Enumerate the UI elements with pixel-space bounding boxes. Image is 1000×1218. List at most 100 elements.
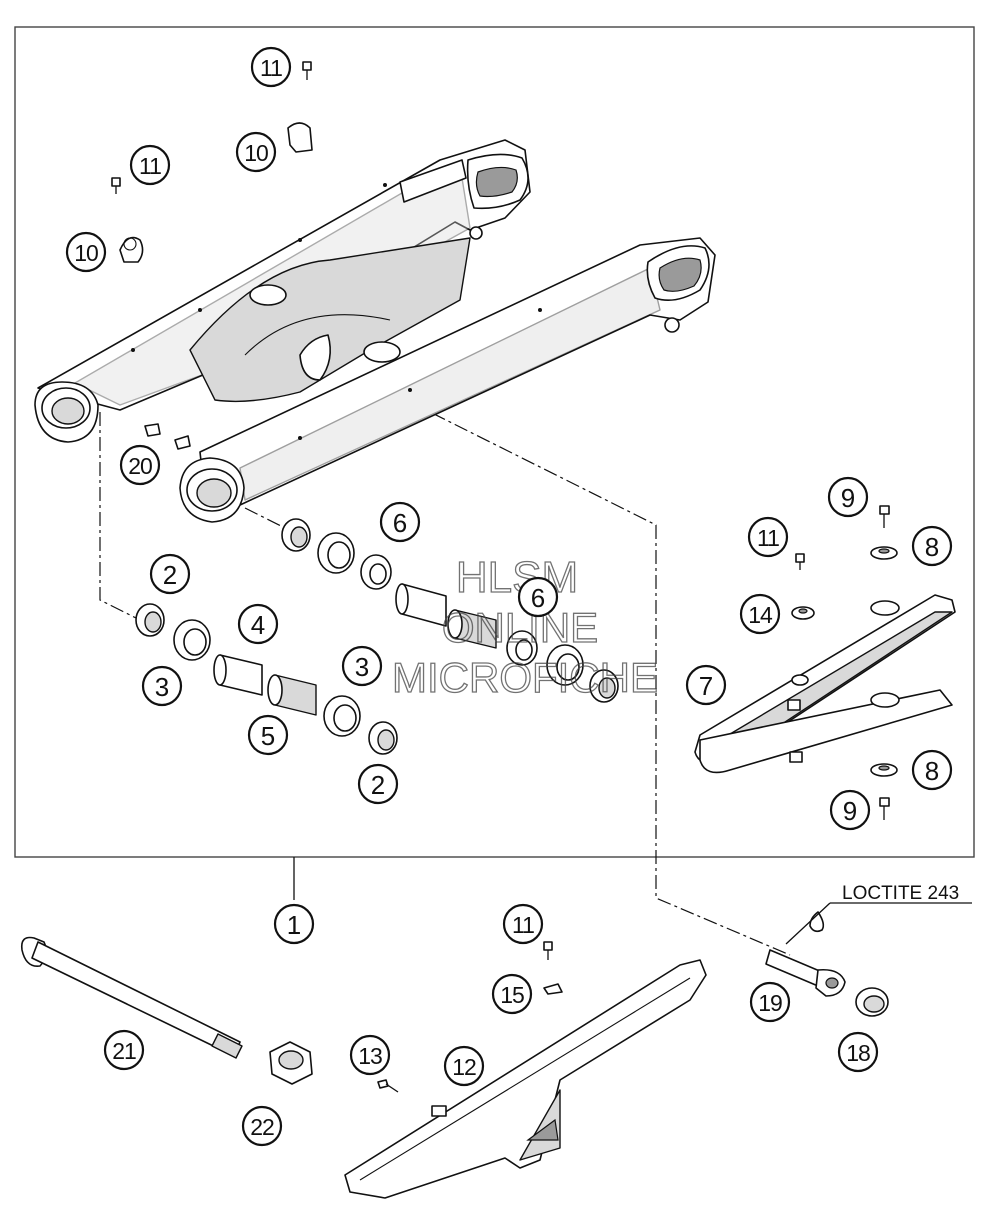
callout-11: 11 [129,144,171,186]
callout-12: 12 [443,1045,485,1087]
callout-label: 4 [251,610,265,640]
callout-15: 15 [491,973,533,1015]
callout-circle [829,789,871,831]
callout-label: 20 [128,453,152,479]
callout-circle [250,46,292,88]
callout-label: 11 [757,525,779,551]
callout-circle [747,516,789,558]
callout-label: 6 [393,508,407,538]
callout-9: 9 [827,476,869,518]
callout-label: 10 [74,240,98,266]
callout-circle [119,444,161,486]
callout-circle [379,501,421,543]
callout-2: 2 [357,763,399,805]
callout-label: 8 [925,756,939,786]
slider-hardware [791,505,898,820]
callout-3: 3 [341,645,383,687]
pivot-bolt [765,949,846,997]
callout-8: 8 [911,749,953,791]
callout-14: 14 [739,593,781,635]
callout-circle [443,1045,485,1087]
chain-guard-clip [543,983,563,995]
callout-label: 15 [500,982,524,1008]
callout-label: 6 [531,583,545,613]
callout-circle [911,525,953,567]
callout-5: 5 [247,714,289,756]
callout-19: 19 [749,981,791,1023]
callout-label: 9 [843,796,857,826]
callout-label: 12 [452,1054,476,1080]
callout-circle [341,645,383,687]
callout-circle [517,576,559,618]
callout-label: 8 [925,532,939,562]
callout-circle [273,903,315,945]
callout-circle [827,476,869,518]
callout-13: 13 [349,1034,391,1076]
callout-circle [837,1031,879,1073]
callout-label: 21 [112,1038,136,1064]
svg-text:MICROFICHE: MICROFICHE [392,654,658,701]
callout-circle [149,553,191,595]
callout-label: 3 [155,672,169,702]
callout-1: 1 [273,903,315,945]
callout-circle [103,1029,145,1071]
callout-circle [349,1034,391,1076]
pivot-bearings [135,518,619,755]
callout-label: 11 [512,912,534,938]
callout-circle [502,903,544,945]
small-bolts [111,61,805,960]
loctite-drop-icon [809,911,825,933]
svg-text:HLSM: HLSM [456,553,578,602]
callout-18: 18 [837,1031,879,1073]
callout-circle [357,763,399,805]
callout-circle [685,664,727,706]
callout-10: 10 [235,131,277,173]
callout-11: 11 [250,46,292,88]
callout-11: 11 [747,516,789,558]
chain-slider [694,594,956,774]
callout-label: 1 [287,910,301,940]
callout-20: 20 [119,444,161,486]
callout-label: 14 [748,602,773,628]
callout-6: 6 [517,576,559,618]
arm-holes [131,183,542,440]
pivot-cap [855,987,889,1017]
callout-9: 9 [829,789,871,831]
callout-label: 2 [371,770,385,800]
chain-guard [344,959,707,1199]
svg-text:ONLINE: ONLINE [442,604,598,651]
callout-11: 11 [502,903,544,945]
callout-circle [739,593,781,635]
callout-label: 18 [846,1040,870,1066]
callout-circle [247,714,289,756]
callout-label: 22 [250,1114,274,1140]
callout-6: 6 [379,501,421,543]
callout-label: 11 [260,55,282,81]
callout-label: 9 [841,483,855,513]
callout-label: 11 [139,153,161,179]
callout-10: 10 [65,231,107,273]
callout-8: 8 [911,525,953,567]
watermark: HLSM ONLINE MICROFICHE [391,552,658,701]
callout-label: 5 [261,721,275,751]
swingarm [34,139,716,523]
callout-label: 2 [163,560,177,590]
cable-clips [119,122,313,263]
callout-circle [141,665,183,707]
leader-lines [99,401,791,956]
callout-7: 7 [685,664,727,706]
callout-21: 21 [103,1029,145,1071]
callout-circle [749,981,791,1023]
callout-4: 4 [237,603,279,645]
callout-circle [911,749,953,791]
callout-2: 2 [149,553,191,595]
callout-label: 13 [358,1043,382,1069]
callout-circle [237,603,279,645]
callout-circle [129,144,171,186]
callout-label: 3 [355,652,369,682]
loctite-note: LOCTITE 243 [842,883,959,904]
callout-3: 3 [141,665,183,707]
callout-label: 10 [244,140,268,166]
swingarm-axle [20,936,243,1059]
